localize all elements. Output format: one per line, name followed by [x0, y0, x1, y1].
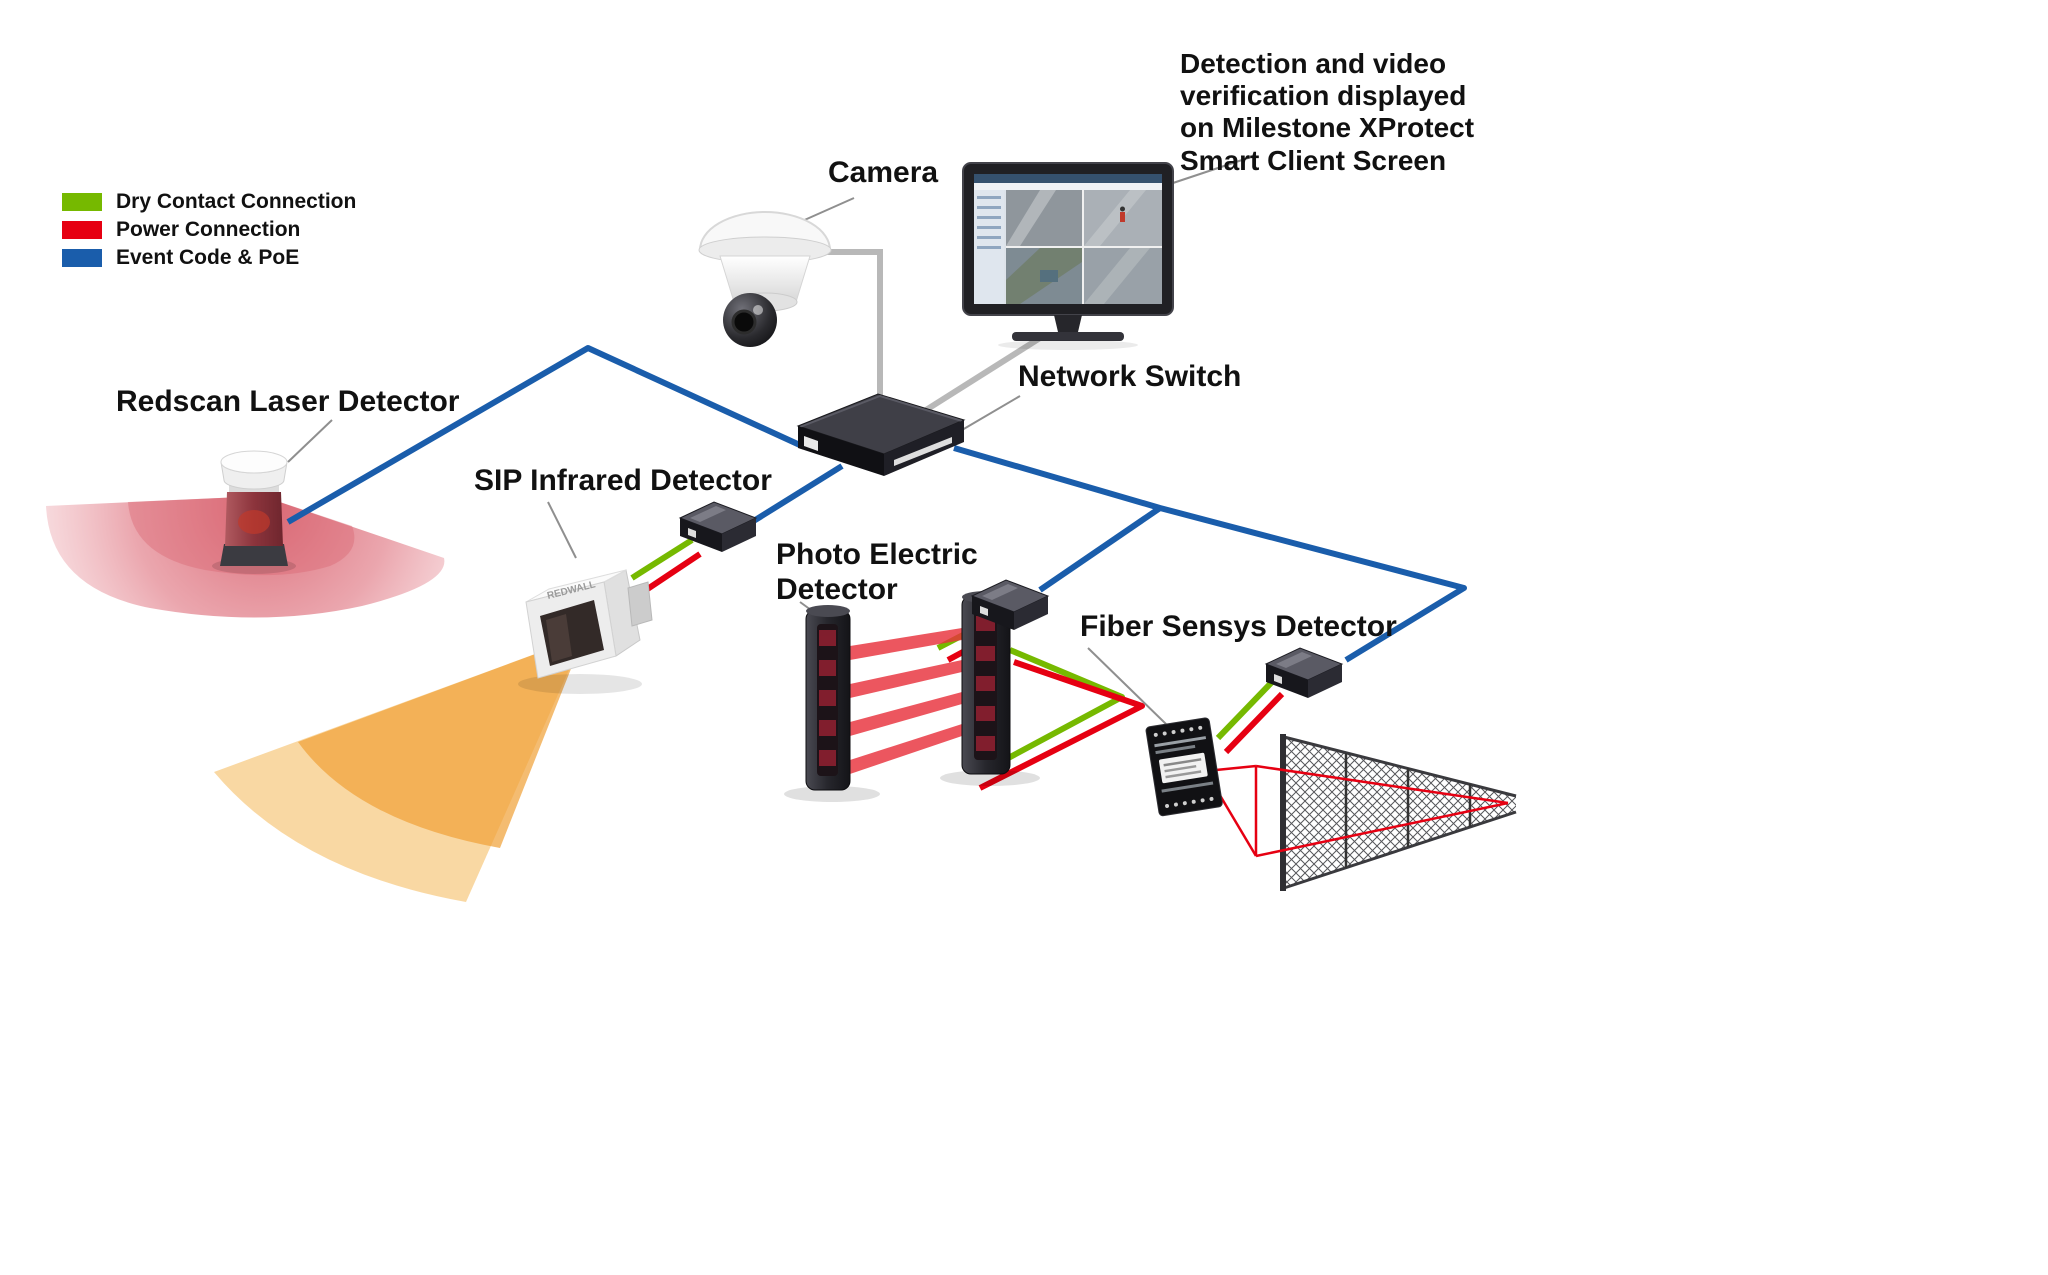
redscan-label: Redscan Laser Detector — [116, 385, 460, 418]
dry-contact-swatch — [62, 193, 102, 211]
dry-contact-label: Dry Contact Connection — [116, 190, 357, 213]
legend-row-power: Power Connection — [62, 218, 356, 241]
sip-detection-zone — [214, 636, 584, 902]
network-switch-label: Network Switch — [1018, 360, 1242, 393]
camera-label: Camera — [828, 156, 939, 189]
switch-leader — [961, 395, 1021, 431]
fiber-sensys-label: Fiber Sensys Detector — [1080, 610, 1397, 643]
monitor-note-leader — [1169, 155, 1255, 185]
fence — [1280, 734, 1517, 891]
camera-cable — [820, 249, 883, 424]
poe-line-right — [953, 445, 1467, 663]
event-poe-lines — [286, 345, 1467, 663]
legend: Dry Contact Connection Power Connection … — [62, 190, 357, 269]
redscan-detector-device — [212, 450, 296, 574]
event-poe-swatch — [62, 249, 102, 267]
sip-label: SIP Infrared Detector — [474, 464, 772, 497]
poe-line-photoelectric — [1038, 505, 1162, 593]
camera-device — [698, 211, 832, 347]
monitor-cable — [924, 335, 1042, 413]
poe-line-sip — [750, 463, 844, 525]
power-label: Power Connection — [116, 218, 301, 241]
video-cables — [820, 249, 1042, 424]
redscan-leader — [287, 419, 333, 463]
ir-beams — [850, 628, 962, 774]
sip-detector-device: REDWALL — [518, 569, 653, 694]
fiber-interface-module — [1265, 647, 1343, 699]
power-swatch — [62, 221, 102, 239]
poe-line-redscan — [286, 345, 804, 525]
camera-leader — [799, 197, 855, 223]
legend-row-event-poe: Event Code & PoE — [62, 246, 356, 269]
monitor-note-label: Detection and video verification display… — [1180, 48, 1475, 176]
network-switch-device — [796, 393, 966, 476]
fiber-leader — [1087, 647, 1167, 725]
sip-leader — [547, 501, 577, 559]
photo-electric-label: Photo Electric Detector — [776, 538, 978, 606]
event-poe-label: Event Code & PoE — [116, 246, 300, 269]
fiber-sensor-cable — [1215, 764, 1509, 858]
leader-lines — [287, 155, 1255, 725]
legend-row-dry-contact: Dry Contact Connection — [62, 190, 357, 213]
sip-interface-module — [679, 501, 757, 553]
monitor-device — [962, 162, 1174, 350]
fiber-controller-device — [1145, 717, 1223, 817]
